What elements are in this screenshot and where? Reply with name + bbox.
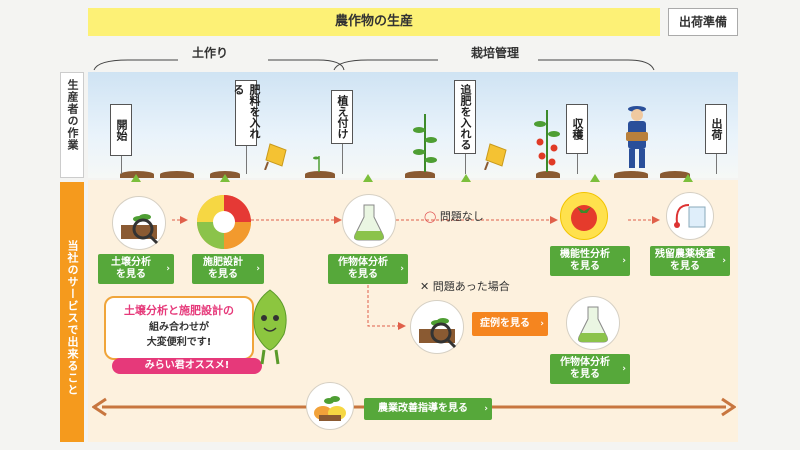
tomato-plant-icon <box>534 110 560 172</box>
btn-line: 症例を見る <box>480 318 530 329</box>
tomato-icon <box>560 192 608 240</box>
recommendation-badge: みらい君オススメ! <box>112 358 262 374</box>
residue-test-icon <box>666 192 714 240</box>
stage-marker-icon <box>220 174 230 182</box>
btn-line: 作物体分析 <box>338 257 388 268</box>
producer-side-label: 生産者の作業 <box>60 72 84 178</box>
soil-mound <box>160 171 194 178</box>
crop-analysis-button[interactable]: 作物体分析を見る › <box>328 254 408 284</box>
services-side-label: 当社のサービスで出来ること <box>60 182 84 442</box>
phase-brackets <box>93 59 655 71</box>
chevron-right-icon: › <box>622 256 626 266</box>
mascot-leaf-icon <box>253 289 287 365</box>
chevron-right-icon: › <box>484 404 488 414</box>
soil-analysis-icon <box>112 196 166 250</box>
chevron-right-icon: › <box>622 364 626 374</box>
sign-pole <box>342 140 343 174</box>
young-plant-icon <box>413 114 437 172</box>
sign-ship: 出荷 <box>705 104 727 154</box>
btn-line: を見る <box>208 269 238 280</box>
stage-marker-icon <box>590 174 600 182</box>
btn-line: 農業改善指導を見る <box>378 403 468 414</box>
soil-mound <box>405 171 435 178</box>
header-title: 農作物の生産 <box>334 14 413 29</box>
phase-cultivation-label: 栽培管理 <box>470 46 519 60</box>
btn-line: 施肥設計 <box>203 257 243 268</box>
sign-topdress: 追肥を入れる <box>454 80 476 154</box>
sign-pole <box>465 150 466 174</box>
fertilizer-design-pie-icon <box>196 194 252 250</box>
stage-marker-icon <box>683 174 693 182</box>
problem-text: 問題あった場合 <box>432 280 510 293</box>
btn-line: 土壌分析 <box>111 257 151 268</box>
recommendation-bubble: 土壌分析と施肥設計の 組み合わせが 大変便利です! <box>104 296 254 360</box>
btn-line: を見る <box>570 261 600 272</box>
sign-pole <box>577 150 578 174</box>
btn-line: 機能性分析 <box>560 249 610 260</box>
improvement-guidance-button[interactable]: 農業改善指導を見る › <box>364 398 492 420</box>
producer-side-text: 生産者の作業 <box>66 79 79 151</box>
crop-analysis-button-2[interactable]: 作物体分析を見る › <box>550 354 630 384</box>
problem-label: ✕ 問題あった場合 <box>420 280 510 293</box>
sign-plant: 植え付け <box>331 90 353 144</box>
shipping-prep-box: 出荷準備 <box>668 8 738 36</box>
sign-harvest: 収穫 <box>566 104 588 154</box>
phase-soil-label: 土作り <box>191 46 228 60</box>
header-bar <box>88 8 660 36</box>
functional-analysis-button[interactable]: 機能性分析を見る › <box>550 246 630 276</box>
stage-marker-icon <box>461 174 471 182</box>
fertilizer-design-button[interactable]: 施肥設計を見る › <box>192 254 264 284</box>
sign-start: 開始 <box>110 104 132 156</box>
soil-analysis-button[interactable]: 土壌分析を見る › <box>98 254 174 284</box>
stage-marker-icon <box>131 174 141 182</box>
sign-fertilize: 肥料を入れる <box>232 80 261 146</box>
chevron-right-icon: › <box>722 256 726 266</box>
sign-pole <box>121 150 122 174</box>
chevron-right-icon: › <box>166 264 170 274</box>
farmer-icon <box>626 106 648 168</box>
residual-pesticide-button[interactable]: 残留農薬検査を見る › <box>650 246 730 276</box>
case-examples-button[interactable]: 症例を見る › <box>472 312 548 336</box>
flow-arrows <box>172 216 660 330</box>
chevron-right-icon: › <box>256 264 260 274</box>
bubble-line3: 大変便利です! <box>146 337 212 348</box>
fertilizer-bag-icon <box>484 143 507 170</box>
chevron-right-icon: › <box>540 319 544 329</box>
sign-pole <box>716 150 717 174</box>
btn-line: を見る <box>348 269 378 280</box>
no-problem-text: 問題なし <box>439 210 484 223</box>
btn-line: を見る <box>116 269 146 280</box>
stage-marker-icon <box>363 174 373 182</box>
soil-mound <box>614 171 648 178</box>
improvement-icon <box>306 382 354 430</box>
btn-line: を見る <box>670 261 700 272</box>
bubble-line1: 土壌分析と施肥設計の <box>124 304 234 317</box>
soil-mound <box>536 171 560 178</box>
btn-line: 残留農薬検査 <box>655 249 715 260</box>
flask-icon-2 <box>566 296 620 350</box>
seedling-icon <box>313 156 320 172</box>
no-problem-label: ◯ 問題なし <box>424 210 484 223</box>
soil-analysis-icon-2 <box>410 300 464 354</box>
chevron-right-icon: › <box>400 264 404 274</box>
soil-mound <box>660 171 690 178</box>
sign-pole <box>246 140 247 174</box>
btn-line: を見る <box>570 369 600 380</box>
btn-line: 作物体分析 <box>560 357 610 368</box>
fertilizer-bag-icon <box>264 143 287 170</box>
bubble-line2: 組み合わせが <box>149 322 209 333</box>
services-side-text: 当社のサービスで出来ること <box>66 240 79 396</box>
soil-mound <box>305 171 335 178</box>
flask-icon <box>342 194 396 248</box>
